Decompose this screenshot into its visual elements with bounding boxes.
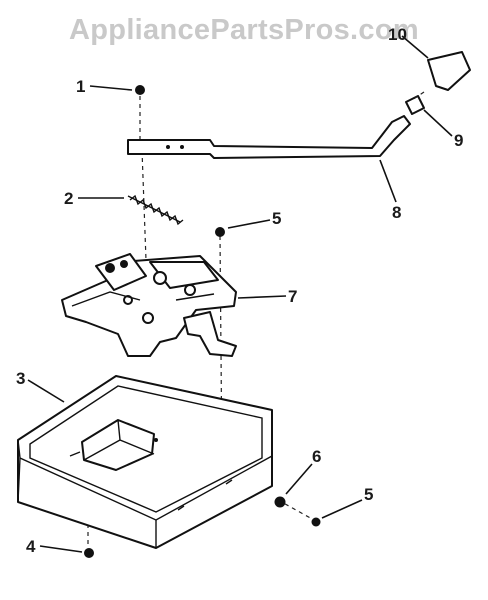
callout-1: 1 bbox=[76, 77, 85, 96]
base-tray bbox=[17, 375, 273, 549]
leader-7 bbox=[237, 295, 287, 299]
screw-top bbox=[135, 85, 145, 95]
callout-6: 6 bbox=[312, 447, 321, 466]
spring bbox=[127, 194, 184, 226]
alignment-line-spring bbox=[141, 149, 147, 261]
leader-9 bbox=[423, 109, 453, 137]
callout-5-upper: 5 bbox=[272, 209, 281, 228]
leader-5-lower bbox=[321, 499, 363, 519]
callout-7: 7 bbox=[288, 287, 297, 306]
callout-2: 2 bbox=[64, 189, 73, 208]
watermark: AppliancePartsPros.com bbox=[69, 14, 419, 46]
callout-9: 9 bbox=[454, 131, 463, 150]
screw-upper-right bbox=[215, 227, 225, 237]
leader-6 bbox=[285, 463, 313, 495]
alignment-line-nut bbox=[277, 499, 315, 521]
handle-rod bbox=[127, 115, 411, 159]
leader-10 bbox=[401, 35, 429, 59]
screw-bottom-left bbox=[84, 548, 94, 558]
latch-assembly bbox=[61, 253, 237, 357]
handle-knob bbox=[427, 51, 471, 91]
callout-5-lower: 5 bbox=[364, 485, 373, 504]
leader-3 bbox=[27, 379, 65, 403]
leader-1 bbox=[89, 85, 133, 91]
callout-10: 10 bbox=[388, 25, 407, 44]
screw-lower-right bbox=[311, 517, 321, 527]
leader-8 bbox=[379, 159, 397, 203]
leader-5-upper bbox=[227, 219, 271, 229]
callout-4: 4 bbox=[26, 537, 36, 556]
callout-8: 8 bbox=[392, 203, 401, 222]
leader-4 bbox=[39, 545, 83, 553]
nut bbox=[274, 496, 286, 508]
callout-3: 3 bbox=[16, 369, 25, 388]
handle-clip bbox=[405, 91, 425, 115]
